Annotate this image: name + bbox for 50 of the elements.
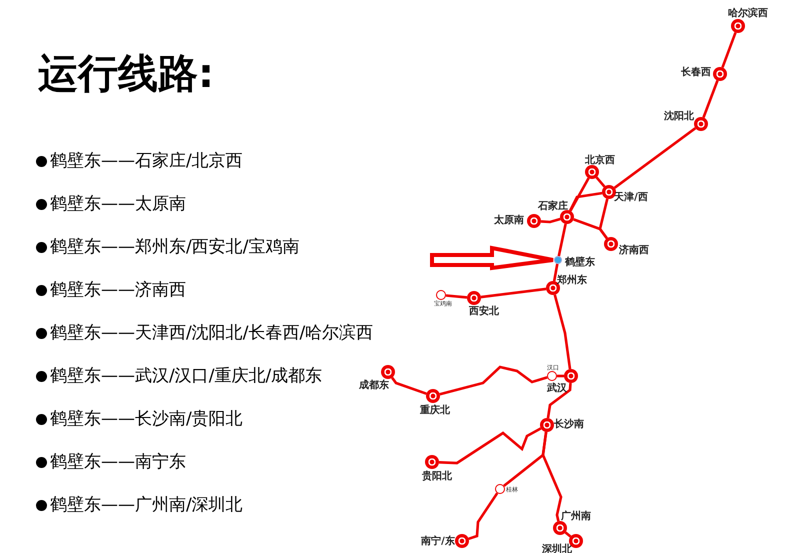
station-label: 鹤壁东 xyxy=(565,255,595,269)
station-label: 沈阳北 xyxy=(664,110,694,123)
rail-line xyxy=(542,432,562,522)
rail-line xyxy=(569,177,590,212)
station-label: 武汉 xyxy=(547,382,567,395)
rail-line xyxy=(468,492,498,540)
route-text: 鹤壁东——天津西/沈阳北/长春西/哈尔滨西 xyxy=(50,322,374,344)
rail-line xyxy=(439,366,548,396)
station-label: 长春西 xyxy=(681,66,711,79)
station-label: 广州南 xyxy=(561,509,591,523)
rail-line xyxy=(554,294,572,370)
station-label: 北京西 xyxy=(585,153,615,167)
route-text: 鹤壁东——广州南/深圳北 xyxy=(50,494,243,516)
station-label: 西安北 xyxy=(469,304,499,318)
route-text: 鹤壁东——南宁东 xyxy=(50,451,186,473)
rail-line xyxy=(614,127,696,189)
rail-line xyxy=(552,264,559,282)
pointer-arrow xyxy=(430,246,555,270)
rail-line xyxy=(573,218,608,240)
rail-line xyxy=(558,224,567,256)
route-text: 鹤壁东——太原南 xyxy=(50,193,186,215)
rail-line xyxy=(438,427,542,464)
station-label: 郑州东 xyxy=(557,273,587,287)
rail-line xyxy=(564,531,572,538)
route-text: 鹤壁东——长沙南/贵阳北 xyxy=(50,408,243,430)
rail-line xyxy=(721,32,737,68)
route-text: 鹤壁东——武汉/汉口/重庆北/成都东 xyxy=(50,365,322,387)
rail-line xyxy=(446,294,468,299)
station-label: 济南西 xyxy=(619,243,649,257)
station-label: 石家庄 xyxy=(538,199,568,213)
route-text: 鹤壁东——石家庄/北京西 xyxy=(50,150,243,172)
rail-line xyxy=(480,288,546,298)
route-text: 鹤壁东——济南西 xyxy=(50,279,186,301)
title: 运行线路: xyxy=(38,50,214,98)
route-text: 鹤壁东——郑州东/西安北/宝鸡南 xyxy=(50,236,300,258)
station-label: 成都东 xyxy=(359,378,389,392)
rail-line xyxy=(540,218,561,224)
rail-line xyxy=(568,192,602,212)
rail-line xyxy=(391,376,427,395)
station-label: 重庆北 xyxy=(420,403,450,417)
rail-line xyxy=(702,80,719,118)
station-label: 长沙南 xyxy=(554,418,584,431)
station-label: 贵阳北 xyxy=(422,470,452,483)
station-label: 哈尔滨西 xyxy=(728,6,768,20)
rail-line xyxy=(557,374,564,378)
rail-line xyxy=(596,176,606,188)
rail-line xyxy=(546,382,572,418)
station-label: 天津/西 xyxy=(614,190,648,204)
station-label: 太原南 xyxy=(494,214,524,227)
station-label: 南宁/东 xyxy=(421,534,455,548)
